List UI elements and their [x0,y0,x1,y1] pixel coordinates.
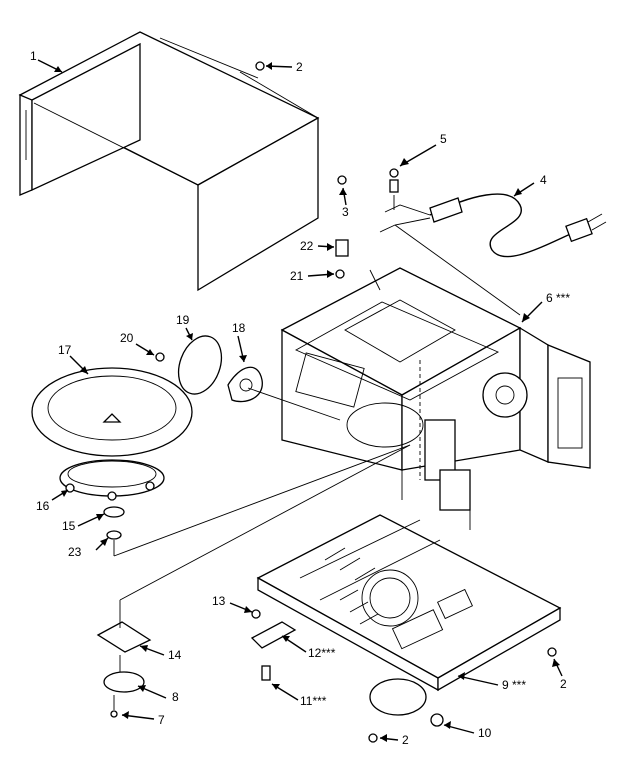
callout-18: 18 [232,321,246,335]
bracket-parts [96,444,411,718]
callout-22: 22 [300,239,314,253]
callout-21: 21 [290,269,304,283]
callout-2-bottom: 2 [402,733,409,747]
oven-chassis [280,267,591,530]
callout-13: 13 [212,594,226,608]
callout-2-top: 2 [296,60,303,74]
callout-20: 20 [120,331,134,345]
callout-16: 16 [36,499,50,513]
callout-2-right: 2 [560,677,567,691]
callout-11: 11*** [300,694,327,708]
turntable-assembly [31,367,411,557]
outer-cabinet [18,31,320,292]
callout-14: 14 [168,648,182,662]
callout-6: 6 *** [546,291,570,305]
callout-17: 17 [58,343,72,357]
callout-23: 23 [68,545,82,559]
callout-labels: 1 2 3 4 5 6 *** 7 8 9 *** 10 11*** 12***… [30,49,570,747]
callout-10: 10 [478,726,492,740]
callout-15: 15 [62,519,76,533]
leader-lines [37,59,563,742]
callout-5: 5 [440,132,447,146]
callout-7: 7 [158,713,165,727]
power-cord [379,193,607,316]
callout-3: 3 [342,205,349,219]
callout-4: 4 [540,173,547,187]
callout-8: 8 [172,690,179,704]
callout-9: 9 *** [502,678,526,692]
base-plate [256,514,562,743]
fasteners [255,61,399,279]
callout-1: 1 [30,49,37,63]
callout-19: 19 [176,313,190,327]
fan-cover-parts [155,335,341,421]
callout-12: 12*** [308,646,336,660]
